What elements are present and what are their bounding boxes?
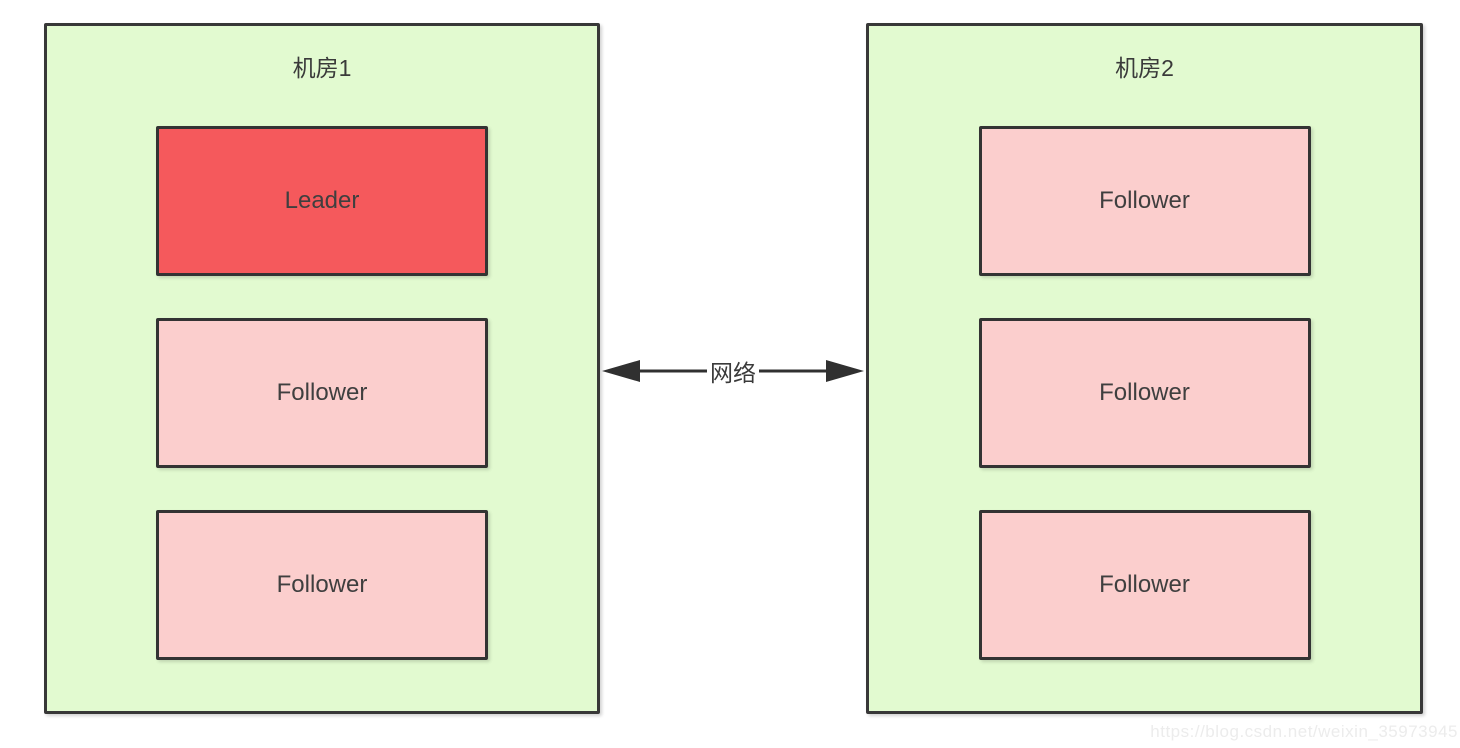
follower-node: Follower (156, 318, 488, 468)
follower-node: Follower (978, 126, 1311, 276)
arrowhead-left-icon (602, 360, 640, 382)
datacenter-2-title: 机房2 (1115, 55, 1174, 81)
watermark-text: https://blog.csdn.net/weixin_35973945 (1150, 722, 1458, 741)
datacenter-1-title: 机房1 (292, 55, 352, 81)
follower-node: Follower (978, 318, 1311, 468)
datacenter-1-container: 机房1 Leader Follower Follower (44, 23, 600, 714)
datacenter-2-nodes: Follower Follower Follower (869, 126, 1420, 660)
bidirectional-arrow (602, 360, 864, 382)
follower-node: Follower (978, 510, 1311, 660)
leader-node: Leader (156, 126, 488, 276)
datacenter-1-nodes: Leader Follower Follower (47, 126, 597, 660)
follower-node: Follower (156, 510, 488, 660)
datacenter-2-container: 机房2 Follower Follower Follower (866, 23, 1423, 714)
arrowhead-right-icon (826, 360, 864, 382)
